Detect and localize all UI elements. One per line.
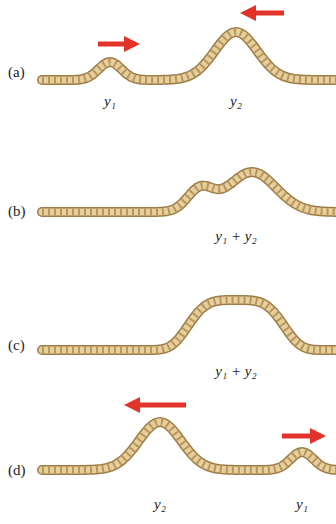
pulse-label: y₂ bbox=[230, 94, 242, 109]
rope-outline bbox=[42, 422, 336, 470]
direction-arrow bbox=[248, 11, 284, 16]
direction-arrow bbox=[132, 403, 186, 408]
rope-twist bbox=[42, 422, 336, 470]
direction-arrow bbox=[282, 434, 318, 439]
panel-label: (b) bbox=[8, 204, 26, 219]
panel-label: (d) bbox=[8, 463, 26, 478]
rope-outline bbox=[42, 300, 336, 350]
rope-twist bbox=[42, 32, 336, 80]
ropes bbox=[42, 32, 336, 470]
rope-twist bbox=[42, 300, 336, 350]
pulse-label: y₁ bbox=[104, 94, 116, 109]
panel-label: (a) bbox=[8, 65, 25, 80]
rope-body bbox=[42, 172, 336, 212]
rope-body bbox=[42, 422, 336, 470]
rope-body bbox=[42, 32, 336, 80]
rope-outline bbox=[42, 172, 336, 212]
rope-body bbox=[42, 300, 336, 350]
direction-arrows bbox=[98, 13, 318, 436]
sum-label: y₁ + y₂ bbox=[215, 229, 256, 244]
panel-label: (c) bbox=[8, 338, 25, 353]
rope-outline bbox=[42, 32, 336, 80]
pulse-label: y₁ bbox=[296, 497, 308, 512]
direction-arrow bbox=[98, 42, 132, 47]
pulse-label: y₂ bbox=[154, 497, 166, 512]
sum-label: y₁ + y₂ bbox=[215, 364, 256, 379]
rope-twist bbox=[42, 172, 336, 212]
